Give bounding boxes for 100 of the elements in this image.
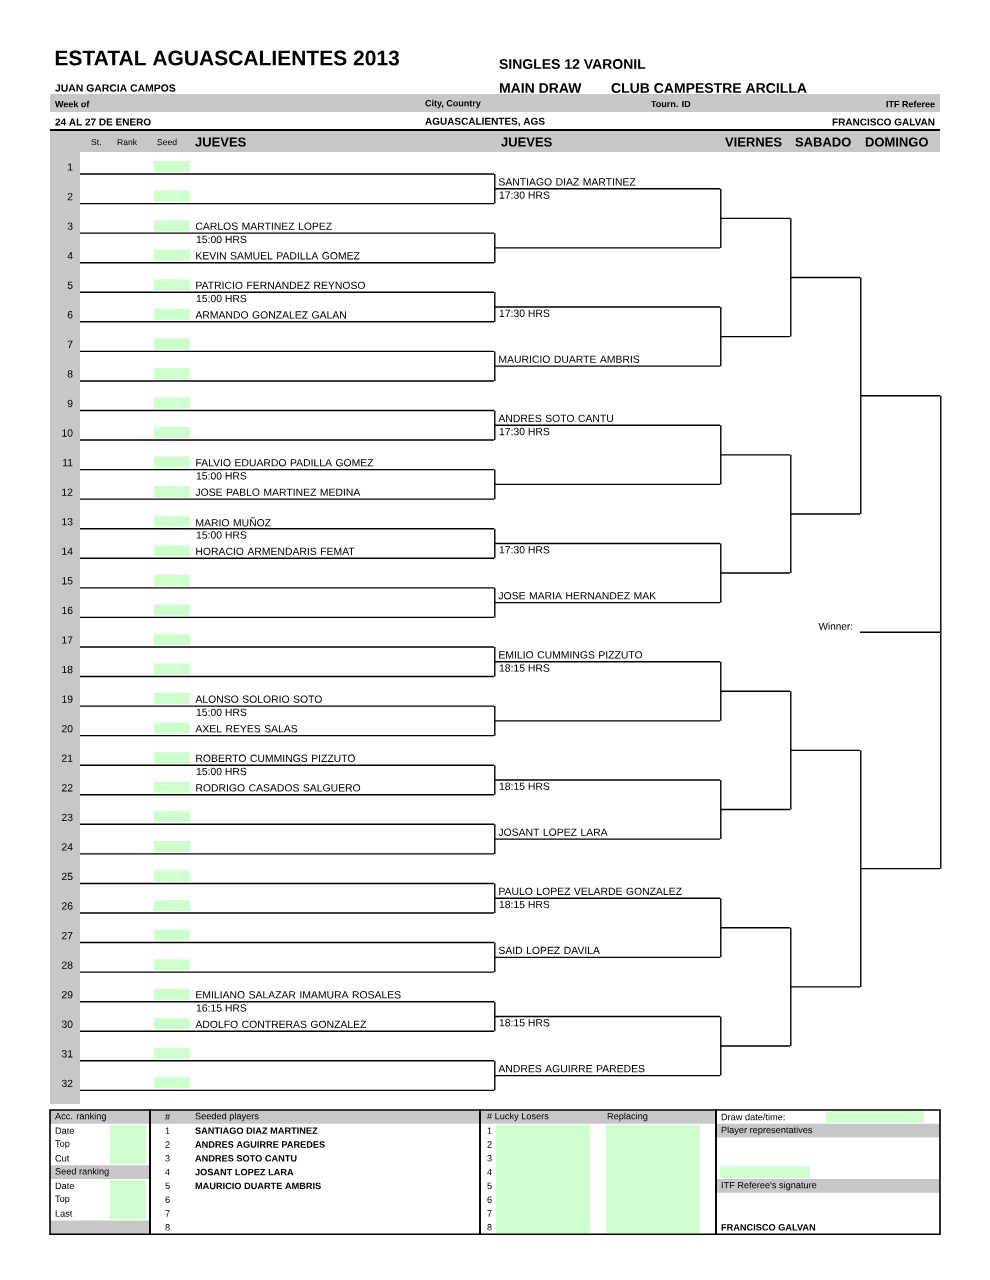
draw-line: [719, 335, 791, 338]
bracket-line: [494, 1000, 496, 1018]
bracket-line: [494, 365, 496, 382]
draw-line: [79, 1060, 495, 1062]
draw-line: [789, 986, 861, 988]
bracket-line: [494, 1015, 496, 1032]
draw-line: [859, 867, 941, 870]
bracket-line: [494, 424, 496, 441]
bracket-line: [494, 483, 496, 500]
draw-line: [859, 395, 941, 397]
draw-line: [719, 454, 791, 456]
draw-line: [719, 690, 791, 692]
draw-line: [79, 439, 495, 441]
bracket-line: [720, 1045, 722, 1077]
draw-line: [493, 247, 721, 249]
bracket-line: [720, 424, 722, 456]
draw-line: [79, 882, 495, 885]
bracket-line: [494, 720, 496, 737]
draw-line: [79, 409, 495, 412]
bracket-line: [494, 1074, 496, 1092]
draw-line: [493, 1015, 721, 1018]
draw-line: [79, 202, 495, 205]
bracket-line: [720, 454, 722, 486]
bracket-line: [494, 232, 496, 249]
draw-line: [493, 306, 721, 308]
bracket-line: [494, 188, 496, 205]
draw-line: [493, 779, 721, 781]
bracket-line: [494, 897, 496, 914]
bracket-line: [720, 188, 722, 220]
bracket-line: [494, 247, 496, 264]
bracket-line: [494, 173, 496, 190]
bracket-line: [494, 468, 496, 486]
draw-line: [79, 941, 495, 944]
bracket-line: [494, 941, 496, 959]
draw-line: [79, 675, 495, 678]
draw-line: [79, 587, 495, 589]
bracket-line: [720, 690, 722, 722]
draw-line: [79, 616, 495, 619]
draw-line: [79, 971, 495, 973]
draw-line: [859, 631, 941, 633]
bracket-line: [720, 542, 722, 574]
bracket-line: [494, 779, 496, 796]
draw-line: [79, 1089, 495, 1092]
bracket-line: [494, 838, 496, 855]
bracket-line: [720, 808, 722, 840]
bracket-line: [720, 927, 722, 959]
bracket-line: [790, 276, 792, 338]
draw-line: [79, 912, 495, 914]
bracket-line: [790, 454, 792, 515]
bracket-line: [790, 217, 792, 279]
bracket-line: [720, 572, 722, 604]
bracket-line: [790, 749, 792, 811]
bracket-line: [494, 587, 496, 604]
bracket-line: [494, 823, 496, 840]
bracket-line: [720, 779, 722, 811]
bracket-line: [494, 764, 496, 781]
bracket-line: [790, 927, 792, 988]
draw-line: [79, 380, 495, 382]
bracket-line: [494, 409, 496, 426]
draw-line: [789, 276, 861, 279]
bracket-line: [494, 646, 496, 663]
bracket-line: [494, 956, 496, 973]
bracket-line: [860, 276, 862, 397]
bracket-line: [494, 661, 496, 678]
draw-line: [719, 808, 791, 811]
draw-line: [493, 483, 721, 486]
bracket-line: [860, 749, 862, 870]
bracket-line: [860, 395, 862, 515]
bracket-line: [494, 882, 496, 899]
draw-line: [493, 720, 721, 722]
title: ESTATAL AGUASCALIENTES 2013: [55, 50, 399, 66]
bracket-line: [720, 335, 722, 367]
bracket-line: [494, 1060, 496, 1077]
bracket-line: [860, 867, 862, 988]
draw-line: [789, 513, 861, 515]
bracket-line: [790, 513, 792, 574]
draw-line: [79, 173, 495, 175]
bracket-line: [790, 986, 792, 1047]
bracket-line: [720, 897, 722, 929]
draw-line: [79, 646, 495, 648]
bracket-line: [940, 395, 942, 633]
bracket-line: [720, 661, 722, 692]
bracket-line: [720, 306, 722, 338]
draw-line: [719, 572, 791, 574]
bracket-line: [720, 217, 722, 249]
draw-line: [789, 749, 861, 752]
draw-line: [79, 853, 495, 855]
bracket-line: [940, 631, 942, 870]
bracket-line: [494, 542, 496, 559]
draw-line: [719, 1045, 791, 1047]
bracket-line: [720, 1015, 722, 1047]
bracket-line: [494, 291, 496, 308]
draw-line: [79, 823, 495, 826]
draw-line: [79, 350, 495, 353]
bracket-line: [494, 306, 496, 323]
draw-line: [719, 217, 791, 220]
bracket-line: [494, 601, 496, 619]
bracket-line: [494, 350, 496, 367]
bracket-line: [494, 705, 496, 722]
bracket-line: [790, 690, 792, 752]
